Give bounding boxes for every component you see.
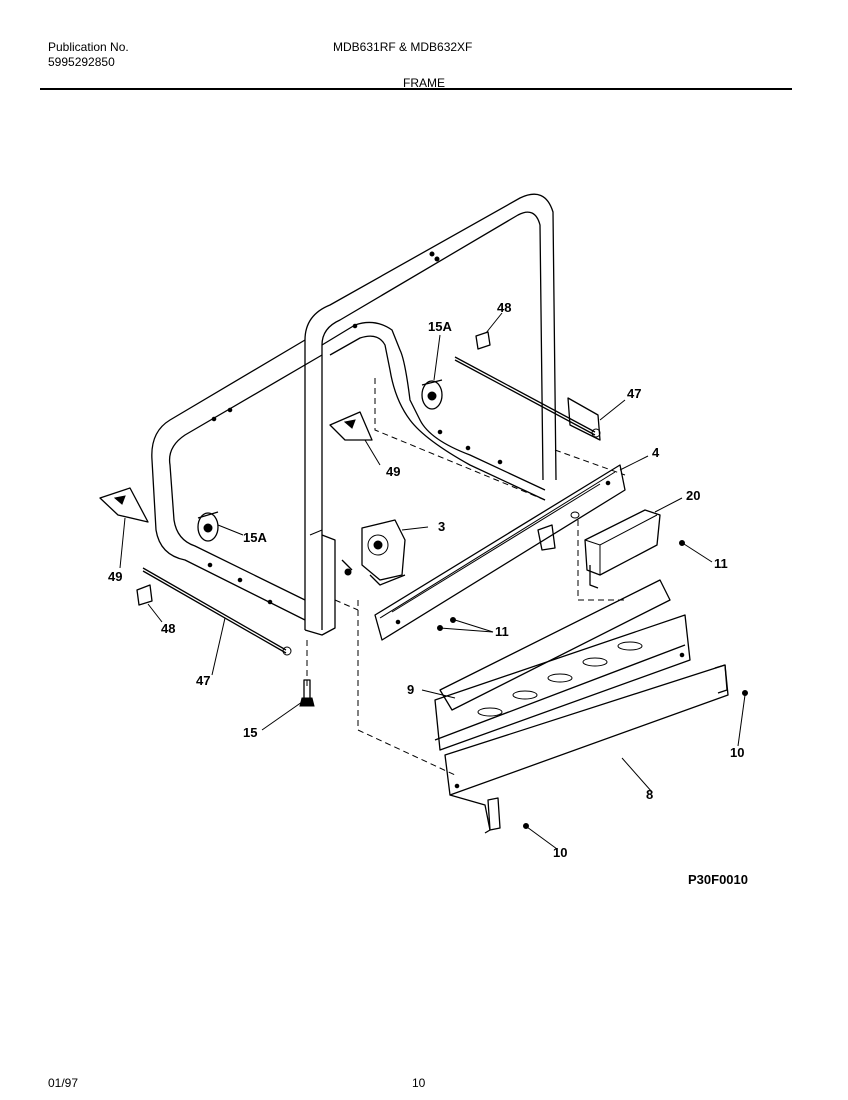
leader-lines xyxy=(119,312,746,850)
hidden-lines xyxy=(306,378,626,776)
callout-10-bottom: 10 xyxy=(553,845,567,860)
callout-47-left: 47 xyxy=(196,673,210,688)
callout-10-right: 10 xyxy=(730,745,744,760)
footer-page-number: 10 xyxy=(412,1076,426,1090)
publication-label: Publication No. xyxy=(48,40,129,54)
callout-3: 3 xyxy=(438,519,445,534)
foot-part-15a xyxy=(197,379,443,542)
toekick-panel-part-8 xyxy=(444,664,729,834)
callout-49-mid: 49 xyxy=(386,464,400,479)
screws xyxy=(299,540,748,829)
callout-8: 8 xyxy=(646,787,653,802)
callout-11-right: 11 xyxy=(714,556,728,571)
footer-date: 01/97 xyxy=(48,1076,79,1090)
callout-11-mid: 11 xyxy=(495,624,509,639)
callout-20: 20 xyxy=(686,488,700,503)
callout-9: 9 xyxy=(407,682,414,697)
header-rule xyxy=(40,88,792,90)
toekick-part-9 xyxy=(434,579,691,751)
drawing-code: P30F0010 xyxy=(688,872,748,887)
callout-15a-top: 15A xyxy=(428,319,452,334)
publication-number: 5995292850 xyxy=(48,55,115,69)
front-rail-part-4 xyxy=(374,464,626,641)
callout-4: 4 xyxy=(652,445,660,460)
callout-48-left: 48 xyxy=(161,621,175,636)
callout-15: 15 xyxy=(243,725,257,740)
model-numbers: MDB631RF & MDB632XF xyxy=(333,40,473,54)
clip-part-48 xyxy=(136,331,491,606)
section-title: FRAME xyxy=(403,76,445,90)
callout-49-left: 49 xyxy=(108,569,122,584)
bracket-part-49 xyxy=(99,411,373,523)
callout-47-right: 47 xyxy=(627,386,641,401)
callout-15a-left: 15A xyxy=(243,530,267,545)
valve-part-3 xyxy=(341,519,406,586)
callouts: 48 15A 47 4 49 20 3 15A 11 49 48 11 47 9… xyxy=(108,300,744,860)
callout-48-top: 48 xyxy=(497,300,511,315)
tub-frame xyxy=(151,193,557,636)
rod-part-47 xyxy=(142,356,601,656)
bracket-part-20 xyxy=(584,509,661,589)
